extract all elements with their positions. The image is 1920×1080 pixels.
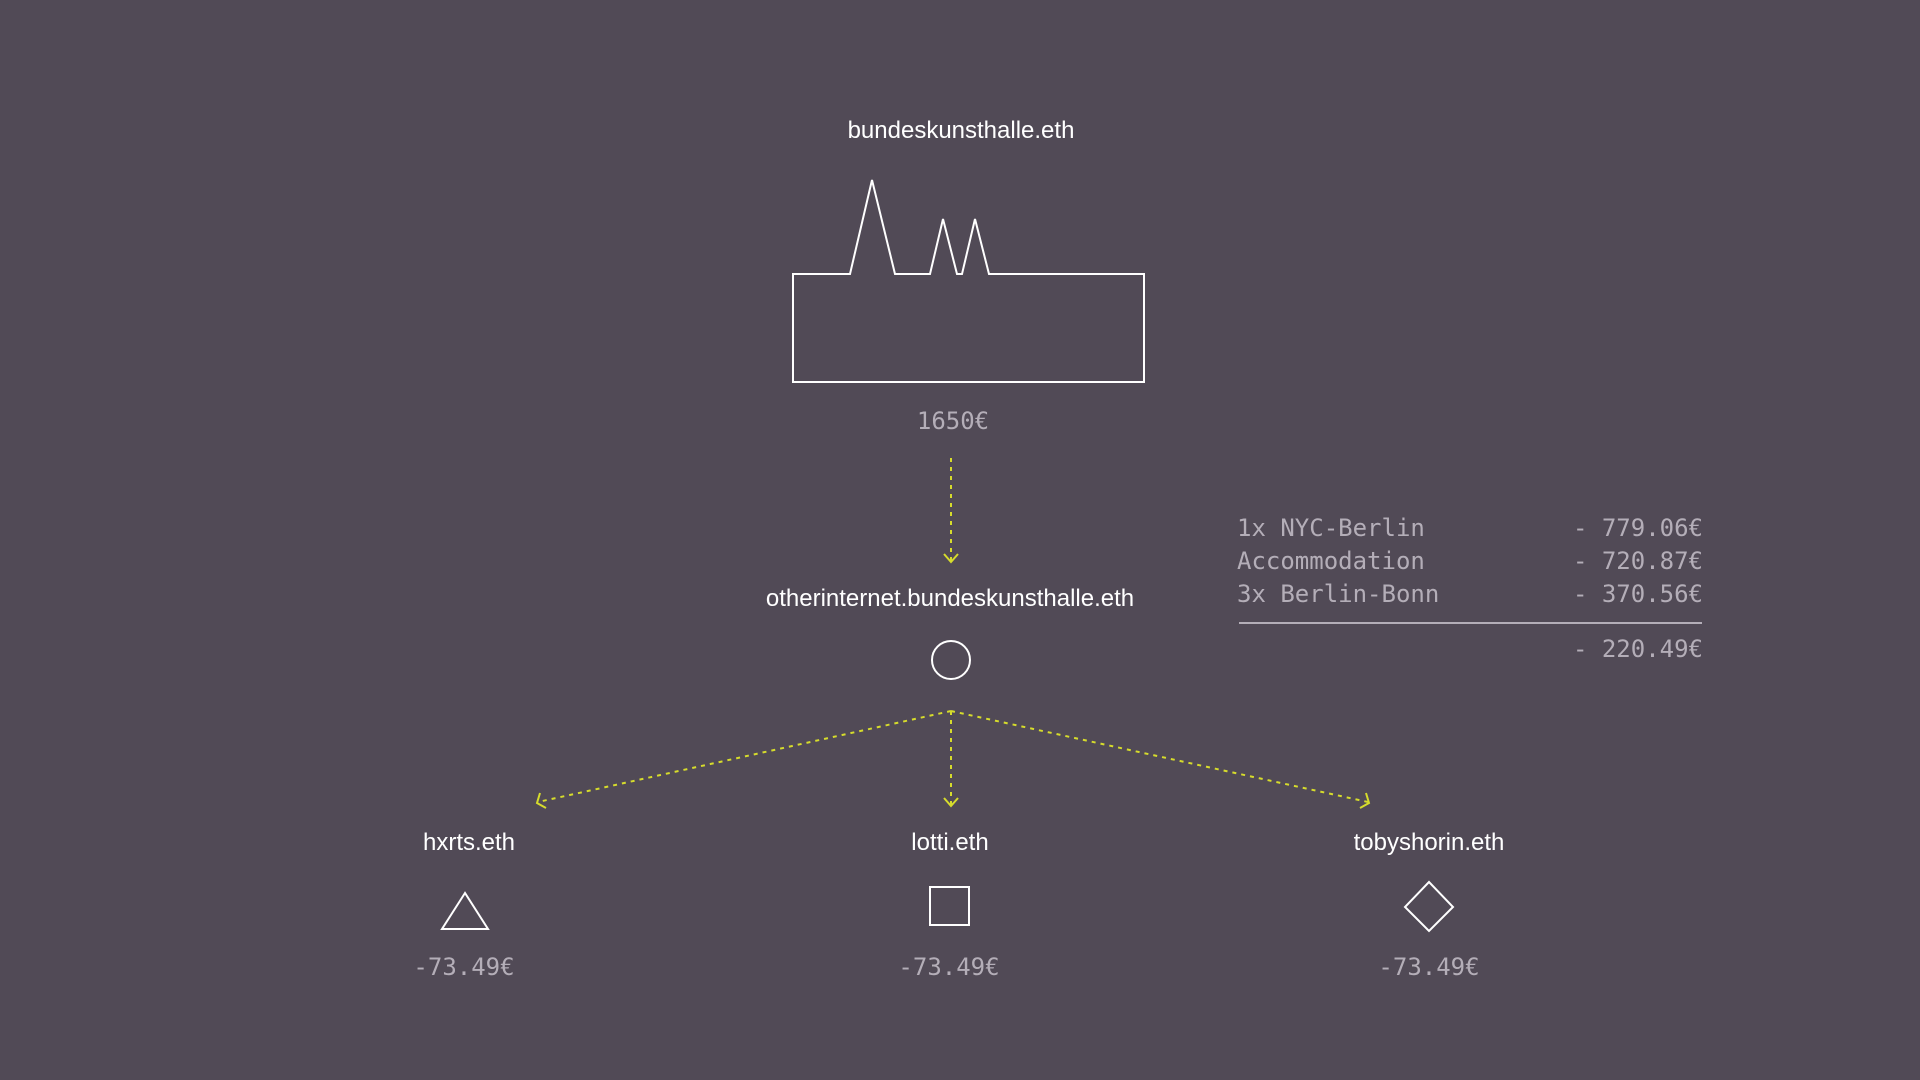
root-amount: 1650€ [916, 407, 990, 435]
arrow-middle-to-lotti [943, 711, 959, 808]
cost-label: 3x Berlin-Bonn [1237, 580, 1440, 608]
arrow-middle-to-tobyshorin [950, 710, 1371, 809]
arrow-root-to-middle [943, 458, 959, 564]
circle-icon [931, 640, 971, 680]
root-node-name: bundeskunsthalle.eth [847, 117, 1075, 144]
child-amount-lotti: -73.49€ [898, 953, 1000, 981]
child-amount-hxrts: -73.49€ [413, 953, 515, 981]
child-node-name-lotti: lotti.eth [911, 829, 989, 856]
cost-label: Accommodation [1237, 547, 1425, 575]
triangle-icon [440, 891, 490, 930]
diamond-icon [1403, 880, 1455, 933]
cost-row: 3x Berlin-Bonn - 370.56€ [1237, 580, 1703, 613]
cost-total: - 220.49€ [1572, 635, 1703, 663]
cost-row: 1x NYC-Berlin - 779.06€ [1237, 514, 1703, 547]
cost-label: 1x NYC-Berlin [1237, 514, 1425, 542]
cost-value: - 720.87€ [1572, 547, 1703, 575]
cost-row: Accommodation - 720.87€ [1237, 547, 1703, 580]
child-node-name-tobyshorin: tobyshorin.eth [1353, 829, 1505, 856]
cost-value: - 370.56€ [1572, 580, 1703, 608]
cost-total-row: - 220.49€ [1237, 635, 1703, 668]
museum-building-icon [792, 179, 1145, 383]
middle-node-name: otherinternet.bundeskunsthalle.eth [765, 585, 1135, 612]
cost-value: - 779.06€ [1572, 514, 1703, 542]
square-icon [929, 886, 970, 926]
arrow-middle-to-hxrts [535, 710, 952, 809]
child-amount-tobyshorin: -73.49€ [1378, 953, 1480, 981]
child-node-name-hxrts: hxrts.eth [422, 829, 516, 856]
